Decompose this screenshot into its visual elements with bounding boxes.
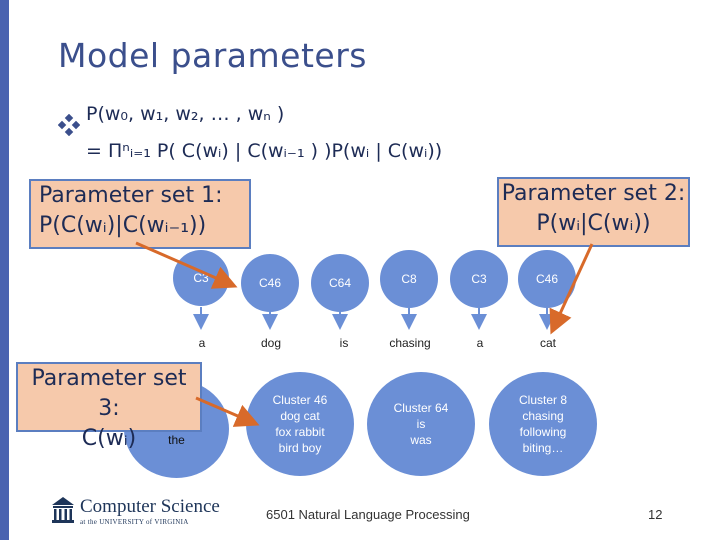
class-node-label: C64 bbox=[328, 276, 351, 290]
parameter-set-2-box: Parameter set 2: P(wᵢ|C(wᵢ)) bbox=[497, 177, 690, 247]
cluster-line: was bbox=[410, 433, 432, 447]
class-node-label: C46 bbox=[535, 272, 558, 286]
word-cat: cat bbox=[539, 336, 556, 350]
class-node-c3: C3 bbox=[450, 250, 508, 308]
class-node-label: C46 bbox=[258, 276, 281, 290]
parameter-set-formula: C(wᵢ) bbox=[81, 426, 137, 451]
logo-title: Computer Science bbox=[80, 496, 220, 517]
parameter-set-1-box: Parameter set 1: P(C(wᵢ)|C(wᵢ₋₁)) bbox=[29, 179, 251, 249]
parameter-set-title: Parameter set 3: bbox=[31, 366, 187, 421]
cluster-line: the bbox=[168, 433, 185, 447]
cluster-line: chasing bbox=[522, 409, 564, 423]
page-title: Model parameters bbox=[58, 36, 367, 75]
parameter-set-formula: P(C(wᵢ)|C(wᵢ₋₁)) bbox=[39, 213, 207, 238]
class-node-label: C3 bbox=[471, 272, 487, 286]
rotunda-icon bbox=[52, 497, 74, 523]
word-a: a bbox=[198, 336, 206, 350]
parameter-set-title: Parameter set 1: bbox=[39, 183, 223, 208]
parameter-set-title: Parameter set 2: bbox=[501, 181, 686, 206]
parameter-set-1-arrow bbox=[135, 241, 238, 289]
cluster-46: Cluster 46 dog cat fox rabbit bird boy bbox=[246, 372, 354, 476]
diamond-bullet-icon bbox=[58, 114, 80, 136]
cluster-line: is bbox=[416, 417, 426, 431]
cluster-line: bird boy bbox=[278, 441, 322, 455]
cluster-line: biting… bbox=[522, 441, 564, 455]
class-node-c46: C46 bbox=[241, 254, 299, 312]
joint-probability-expression: P(w₀, w₁, w₂, … , wₙ ) bbox=[86, 103, 285, 125]
word-chasing: chasing bbox=[389, 336, 431, 350]
cluster-line: Cluster 46 bbox=[272, 393, 328, 407]
parameter-set-3-box: Parameter set 3: C(wᵢ) bbox=[16, 362, 202, 451]
parameter-set-2-arrow bbox=[549, 243, 594, 335]
class-node-c8: C8 bbox=[380, 250, 438, 308]
parameter-set-formula: P(wᵢ|C(wᵢ)) bbox=[536, 211, 651, 236]
computer-science-logo: Computer Science at the UNIVERSITY of VI… bbox=[50, 494, 260, 528]
left-accent-bar bbox=[0, 0, 9, 540]
word-is: is bbox=[339, 336, 349, 350]
word-a: a bbox=[476, 336, 484, 350]
cluster-line: dog cat bbox=[280, 409, 320, 423]
class-node-label: C8 bbox=[401, 272, 417, 286]
cluster-64: Cluster 64 is was bbox=[367, 372, 475, 476]
parameter-set-3-arrow bbox=[195, 396, 260, 427]
cluster-line: fox rabbit bbox=[275, 425, 325, 439]
cluster-line: Cluster 64 bbox=[393, 401, 449, 415]
logo-subtitle: at the UNIVERSITY of VIRGINIA bbox=[80, 518, 189, 526]
course-name: 6501 Natural Language Processing bbox=[266, 507, 470, 522]
cluster-line: following bbox=[519, 425, 567, 439]
cluster-8: Cluster 8 chasing following biting… bbox=[489, 372, 597, 476]
word-dog: dog bbox=[260, 336, 282, 350]
class-node-c64: C64 bbox=[311, 254, 369, 312]
factorized-probability-expression: = Πⁿᵢ₌₁ P( C(wᵢ) | C(wᵢ₋₁ ) )P(wᵢ | C(wᵢ… bbox=[86, 140, 443, 162]
page-number: 12 bbox=[648, 507, 663, 522]
cluster-line: Cluster 8 bbox=[518, 393, 568, 407]
